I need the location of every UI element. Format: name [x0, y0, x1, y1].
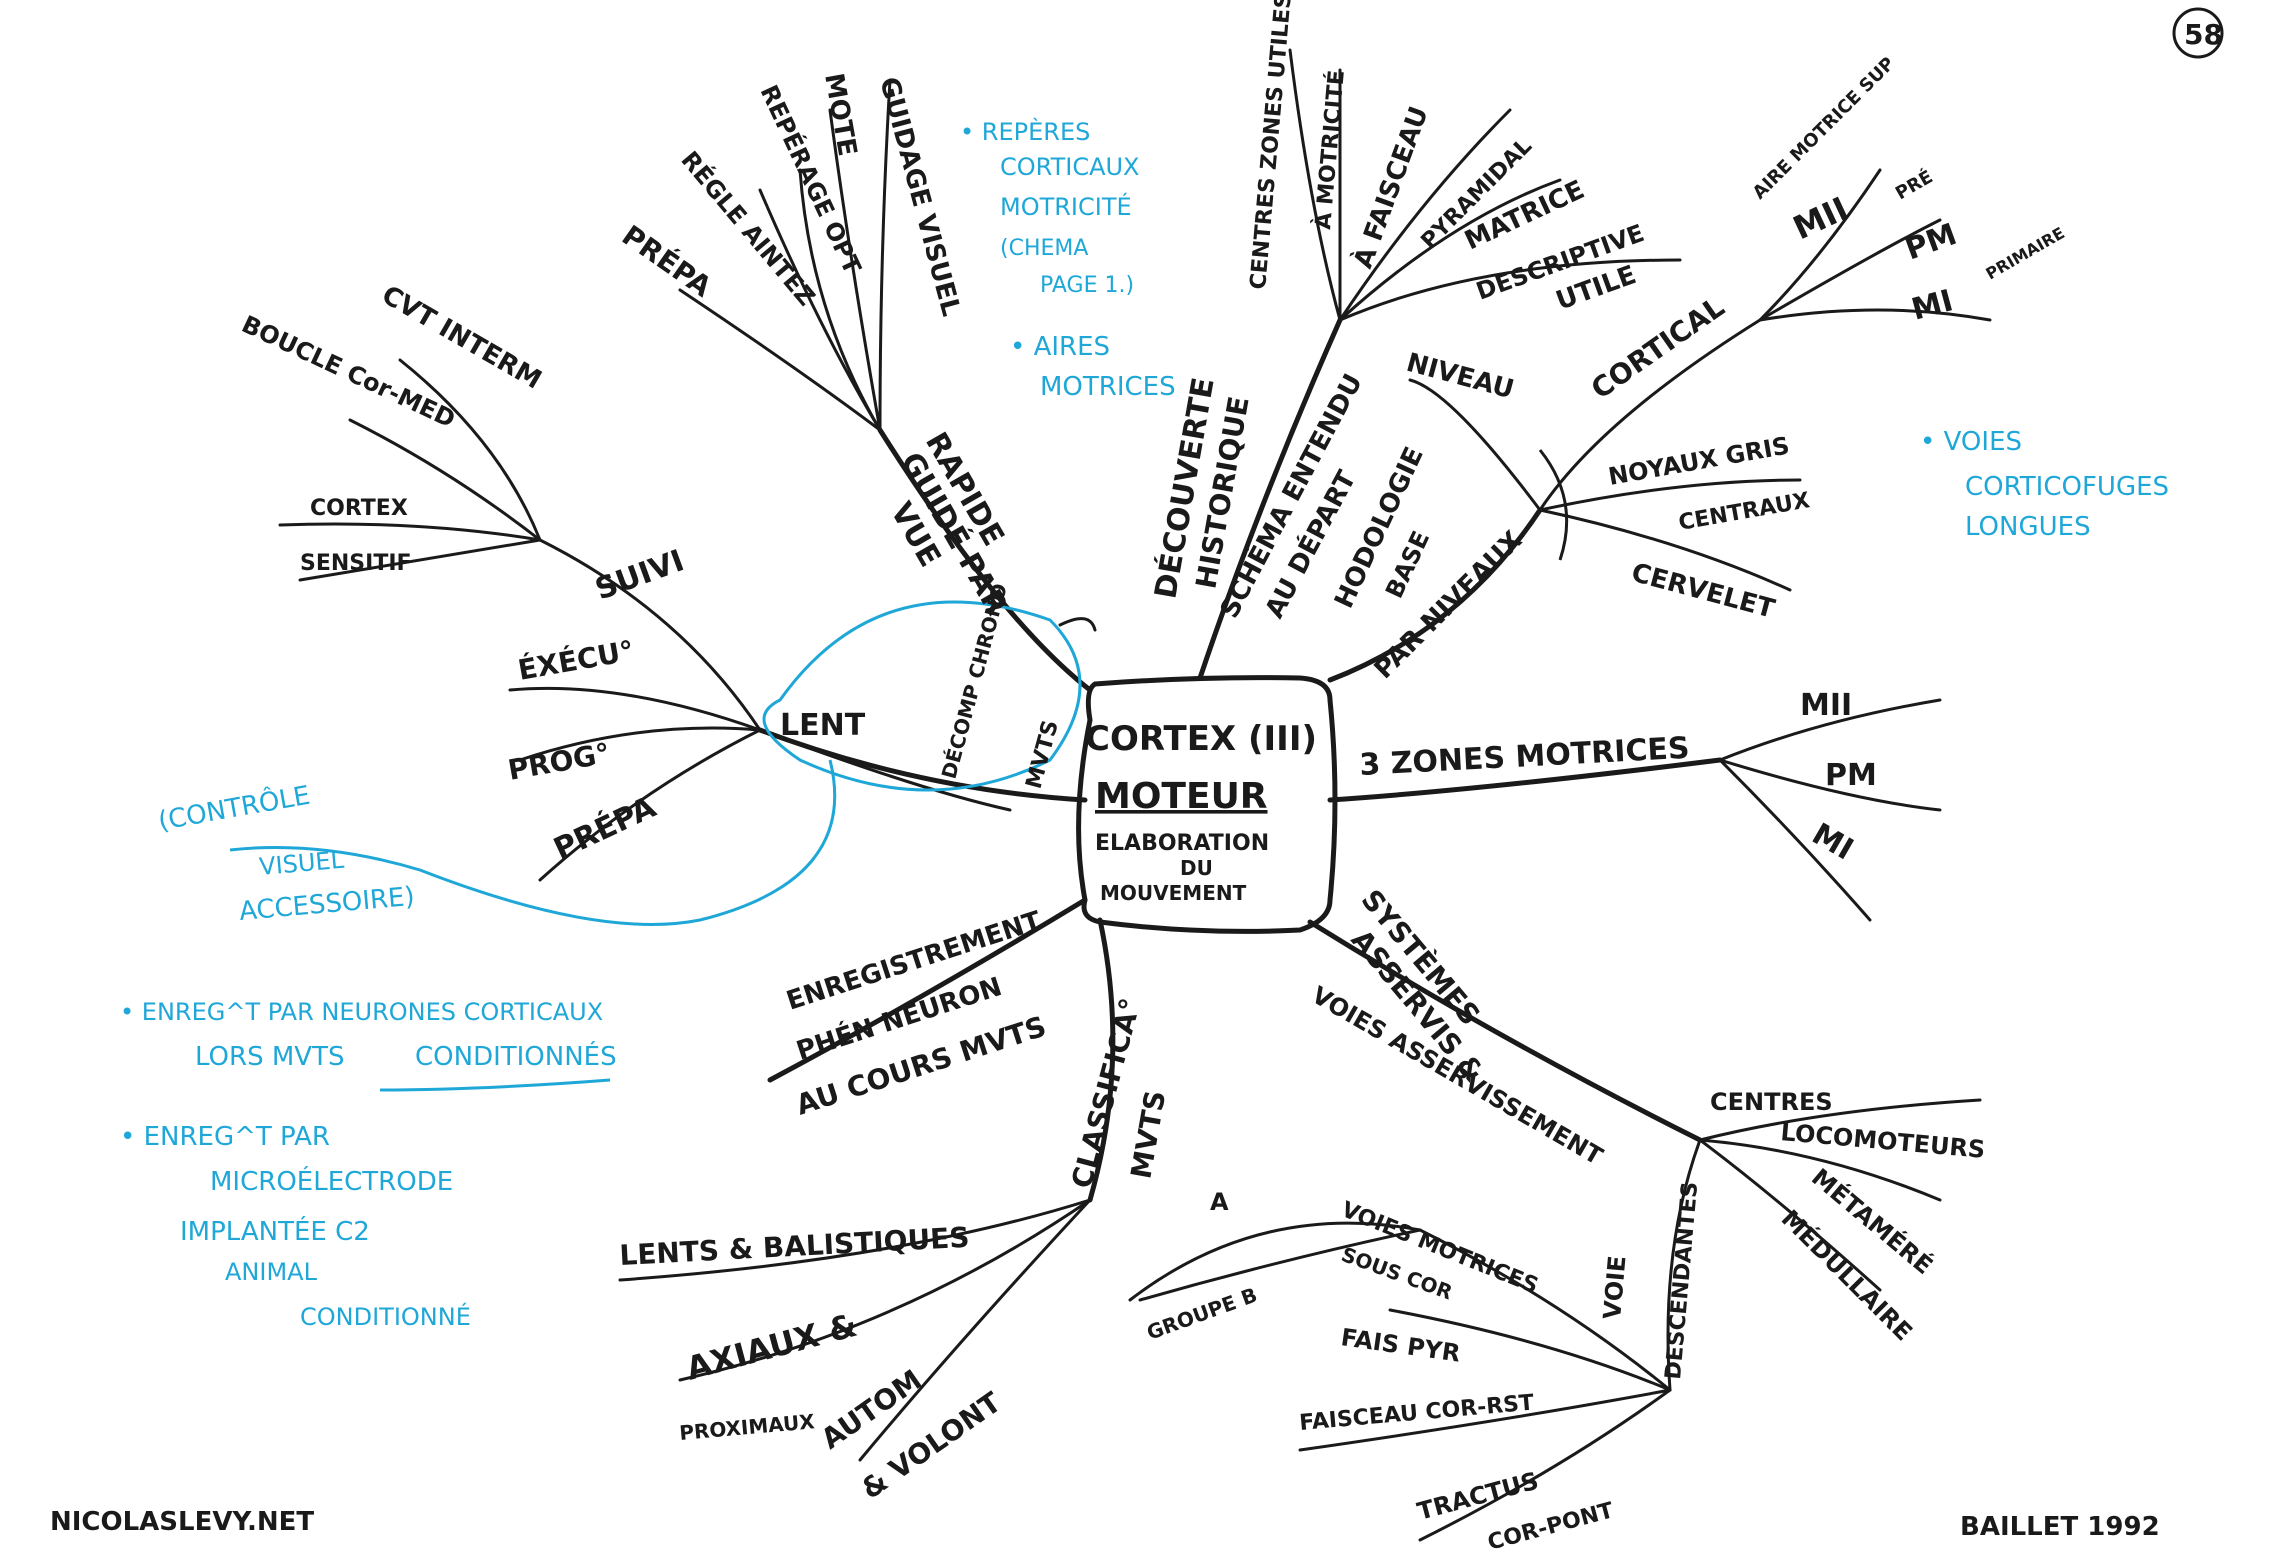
zones-label: 3 ZONES MOTRICES [1359, 731, 1691, 783]
hodologie-label5: PAR NIVEAUX [1369, 525, 1529, 685]
zones-leaf-1: PM [1825, 758, 1877, 793]
center-line5: MOUVEMENT [1100, 881, 1247, 905]
branch-rapide: RAPIDE GUIDÉ PAR VUE PRÉPA RÉGLE AINTEZ … [616, 71, 1015, 621]
enreg2-0: • ENREG^T PAR [120, 1122, 330, 1152]
enreg2-2: IMPLANTÉE C2 [180, 1215, 370, 1247]
reperes-4: PAGE 1.) [1040, 273, 1134, 298]
center-box [1076, 675, 1338, 934]
rapide-leaf-4: GUIDAGE VISUEL [873, 74, 966, 319]
blue-annotations-lines [229, 600, 1082, 1092]
hodologie-label3: HODOLOGIE [1329, 443, 1430, 613]
suivi-leaf-2: CORTEX [310, 496, 408, 521]
voie-leaf-3: GROUPE B [1144, 1283, 1261, 1345]
center-title: CORTEX (III) [1085, 719, 1317, 759]
enreg1-1: LORS MVTS [195, 1042, 344, 1072]
rapide-leaf-3: MOTE [818, 71, 862, 158]
center-line4: DU [1180, 856, 1213, 880]
lent-leaf-prog: PROG° [505, 737, 612, 787]
historique-leaf-1: À MOTRICITÉ [1310, 69, 1350, 230]
blue-notes: • REPÈRES CORTICAUX MOTRICITÉ (CHEMA PAG… [120, 117, 2169, 1331]
page-number-circle [2172, 7, 2224, 59]
hodologie-leaf-3: CERVELET [1628, 558, 1778, 625]
lent-mvts: MVTS [1022, 718, 1064, 792]
controle-0: (CONTRÔLE [156, 779, 313, 837]
reperes-6: MOTRICES [1040, 372, 1176, 402]
centres-leaf-0: CENTRES [1710, 1088, 1833, 1116]
hodologie-niveau: NIVEAU [1403, 348, 1517, 405]
lent-decomp: DÉCOMP CHRONO [937, 581, 1012, 781]
footer-right: BAILLET 1992 [1960, 1512, 2160, 1542]
enreg1-0: • ENREG^T PAR NEURONES CORTICAUX [120, 998, 603, 1026]
center-line3: ELABORATION [1095, 831, 1269, 856]
reperes-2: MOTRICITÉ [1000, 192, 1132, 221]
lent-leaf-prepa: PRÉPA [548, 789, 662, 868]
rapide-leaf-0: PRÉPA [616, 218, 718, 304]
suivi-leaf-3: SENSITIF [300, 551, 412, 576]
reperes-0: • REPÈRES [960, 117, 1090, 146]
cortical-leaf-5: MI [1908, 283, 1957, 327]
enreg2-3: ANIMAL [225, 1258, 318, 1286]
voie-leaf-5: FAISCEAU COR-RST [1298, 1391, 1535, 1436]
voie-leaf-7: COR-PONT [1485, 1498, 1616, 1556]
suivi-leaf-0: CVT INTERM [377, 280, 547, 395]
cortical-leaf-2: PRÉ [1892, 166, 1937, 205]
hodologie-leaf-2: CENTRAUX [1677, 488, 1812, 536]
branch-systemes: SYSTÈMES ASSERVIS & VOIES ASSERVISSEMENT… [1144, 883, 1987, 1556]
classification-leaf-1: AXIAUX & [682, 1306, 861, 1388]
page-number: 58 [2184, 18, 2223, 51]
enreg2-1: MICROÉLECTRODE [210, 1165, 453, 1197]
enreg2-4: CONDITIONNÉ [300, 1302, 471, 1331]
voies-2: LONGUES [1965, 512, 2091, 542]
voie-leaf-4: FAIS PYR [1339, 1323, 1462, 1367]
footer-left: NICOLASLEVY.NET [50, 1507, 314, 1537]
branch-lines [278, 48, 1992, 1542]
reperes-5: • AIRES [1010, 332, 1110, 362]
voies-1: CORTICOFUGES [1965, 472, 2169, 502]
center-subtitle: MOTEUR [1095, 776, 1268, 817]
cortical-leaf-4: PRIMAIRE [1983, 223, 2068, 283]
controle-1: VISUEL [258, 846, 346, 881]
cortical-leaf-1: MII [1787, 189, 1854, 247]
lent-leaf-suivi: SUIVI [591, 543, 689, 607]
classification-leaf-0: LENTS & BALISTIQUES [619, 1221, 971, 1272]
voie-leaf-2: A [1210, 1188, 1229, 1216]
reperes-3: (CHEMA [1000, 236, 1088, 261]
lent-label: LENT [780, 708, 866, 743]
hodologie-leaf-0: CORTICAL [1585, 290, 1730, 406]
controle-2: ACCESSOIRE) [238, 882, 416, 927]
historique-leaf-0: CENTRES ZONES UTILES [1246, 0, 1297, 291]
enreg1-2: CONDITIONNÉS [415, 1040, 617, 1072]
classification-label2: MVTS [1124, 1088, 1172, 1181]
branch-enregistrement: ENREGISTREMENT PHÉN NEURON AU COURS MVTS [783, 906, 1050, 1122]
zones-leaf-0: MII [1800, 688, 1852, 723]
voie-leaf-6: TRACTUS [1414, 1467, 1541, 1526]
classification-leaf-2: PROXIMAUX [678, 1409, 816, 1445]
systemes-descendantes: DESCENDANTES [1661, 1181, 1703, 1381]
cortical-leaf-3: PM [1901, 217, 1962, 268]
voies-0: • VOIES [1920, 427, 2022, 457]
lent-leaf-execu: ÉXÉCU° [515, 633, 636, 687]
reperes-1: CORTICAUX [1000, 153, 1140, 181]
center-node: CORTEX (III) MOTEUR ELABORATION DU MOUVE… [1085, 719, 1317, 905]
cortical-leaf-0: AIRE MOTRICE SUP [1749, 53, 1899, 203]
systemes-voie: VOIE [1598, 1254, 1631, 1320]
